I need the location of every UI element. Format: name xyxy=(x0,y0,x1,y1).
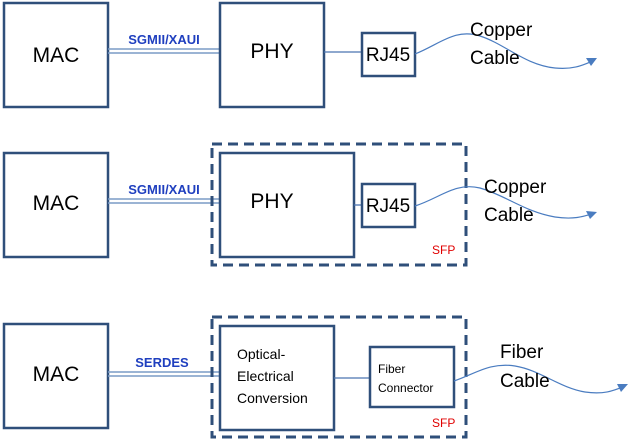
mac-box xyxy=(2,151,110,259)
row-sfp-copper: MAC SGMII/XAUI SFP PHY RJ45 Copper Cable xyxy=(2,142,597,267)
cable-label-line1: Fiber xyxy=(500,342,544,363)
cable-arrowhead xyxy=(586,211,597,219)
fiber-connector-label-line2: Connector xyxy=(378,381,433,395)
phy-box xyxy=(218,151,356,259)
converter-label-line2: Electrical xyxy=(237,368,294,384)
mac-box xyxy=(2,322,110,430)
phy-label: PHY xyxy=(250,40,293,63)
sfp-module-outline xyxy=(210,142,468,267)
cable-label-line1: Copper xyxy=(470,20,533,41)
phy-box xyxy=(218,1,326,109)
cable-arrowhead xyxy=(617,384,628,392)
converter-label-line3: Conversion xyxy=(237,390,308,406)
interface-label: SERDES xyxy=(135,355,189,370)
cable-label-line2: Cable xyxy=(500,371,550,392)
copper-cable-line xyxy=(414,33,596,69)
converter-label-line1: Optical- xyxy=(237,346,286,362)
rj45-box xyxy=(360,31,417,78)
rj45-label: RJ45 xyxy=(366,45,410,66)
row-sfp-fiber: MAC SERDES SFP Optical- Electrical Conve… xyxy=(2,315,628,439)
fiber-cable-line xyxy=(453,364,626,394)
phy-label: PHY xyxy=(250,190,293,213)
mac-label: MAC xyxy=(33,363,80,386)
row-copper-phy: MAC SGMII/XAUI PHY RJ45 Copper Cable xyxy=(2,1,597,109)
fiber-connector-label-line1: Fiber xyxy=(378,362,405,376)
cable-label-line2: Cable xyxy=(470,48,520,69)
mac-box xyxy=(2,1,110,109)
sfp-label: SFP xyxy=(432,243,455,257)
cable-label-line2: Cable xyxy=(484,205,534,226)
interface-label: SGMII/XAUI xyxy=(128,182,200,197)
interface-label: SGMII/XAUI xyxy=(128,32,200,47)
cable-arrowhead xyxy=(586,58,597,66)
mac-label: MAC xyxy=(33,192,80,215)
converter-box xyxy=(218,324,336,432)
sfp-label: SFP xyxy=(432,416,455,430)
mac-label: MAC xyxy=(33,44,80,67)
fiber-connector-box xyxy=(368,345,456,409)
rj45-box xyxy=(360,182,417,229)
copper-cable-line xyxy=(414,186,596,219)
cable-label-line1: Copper xyxy=(484,177,547,198)
rj45-label: RJ45 xyxy=(366,196,410,217)
